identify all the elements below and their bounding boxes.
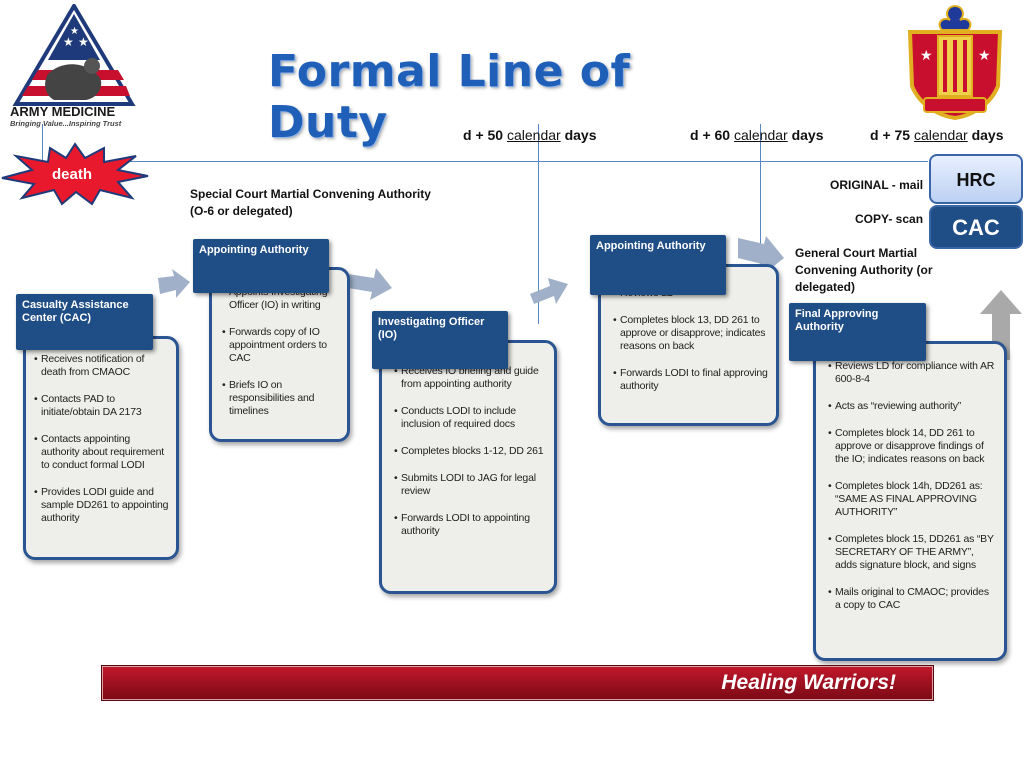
arrow-final-up-to-hrc (980, 290, 1022, 360)
list-item: Provides LODI guide and sample DD261 to … (34, 486, 170, 525)
list-item: Completes block 14, DD 261 to approve or… (828, 427, 996, 466)
list-item: Receives notification of death from CMAO… (34, 353, 170, 379)
medical-service-crest-logo: ★ ★ (907, 4, 1003, 120)
death-marker-line (42, 124, 43, 164)
list-item: Forwards LODI to appointing authority (394, 512, 546, 538)
list-item: Acts as “reviewing authority” (828, 400, 996, 413)
list-item: Completes block 13, DD 261 to approve or… (613, 314, 768, 353)
special-court-martial-label: Special Court Martial Convening Authorit… (190, 187, 431, 218)
svg-text:★: ★ (920, 47, 933, 63)
army-medicine-logo: ★ ★ ★ (12, 4, 136, 106)
footer-banner (101, 665, 934, 701)
day-50-label: d + 50 calendar days (463, 127, 597, 143)
list-item: Contacts PAD to initiate/obtain DA 2173 (34, 393, 170, 419)
list-item: Completes block 15, DD261 as “BY SECRETA… (828, 533, 996, 572)
page-title: Formal Line of Duty (268, 46, 631, 148)
investigating-officer-header: Investigating Officer (IO) (372, 311, 508, 369)
list-item: Reviews LD for compliance with AR 600-8-… (828, 360, 996, 386)
list-item: Mails original to CMAOC; provides a copy… (828, 586, 996, 612)
list-item: Conducts LODI to include inclusion of re… (394, 405, 546, 431)
army-medicine-tagline: Bringing Value...Inspiring Trust (10, 119, 122, 128)
arrow-appointing-to-io (348, 268, 392, 300)
casualty-assistance-box: Receives notification of death from CMAO… (23, 336, 179, 560)
list-item: Briefs IO on responsibilities and timeli… (222, 379, 339, 418)
list-item: Forwards copy of IO appointment orders t… (222, 326, 339, 365)
army-medicine-wordmark: ARMY MEDICINE (10, 104, 116, 119)
svg-text:★: ★ (78, 35, 89, 49)
svg-text:★: ★ (978, 47, 991, 63)
arrow-cac-to-appointing (158, 269, 190, 298)
footer-slogan: Healing Warriors! (721, 671, 896, 694)
list-item: Forwards LODI to final approving authori… (613, 367, 768, 393)
death-label: death (52, 166, 92, 183)
appointing-authority-box-1: Appoints Investigating Officer (IO) in w… (209, 267, 350, 442)
arrow-io-to-appointing (530, 278, 568, 304)
appointing-authority-header-1: Appointing Authority (193, 239, 329, 293)
final-approving-authority-header: Final Approving Authority (789, 303, 926, 361)
copy-scan-label: COPY- scan (855, 212, 924, 226)
final-approving-authority-box: Reviews LD for compliance with AR 600-8-… (813, 341, 1007, 661)
svg-text:★: ★ (63, 35, 74, 49)
death-starburst: death (1, 142, 149, 206)
original-mail-label: ORIGINAL - mail (830, 178, 924, 192)
list-item: Contacts appointing authority about requ… (34, 433, 170, 472)
day-50-marker-line (538, 124, 539, 324)
timeline-line (40, 161, 928, 162)
casualty-assistance-header: Casualty Assistance Center (CAC) (16, 294, 153, 350)
hrc-box: HRC (929, 154, 1023, 204)
general-court-martial-label: General Court Martial Convening Authorit… (795, 246, 933, 294)
list-item: Submits LODI to JAG for legal review (394, 472, 546, 498)
cac-box: CAC (929, 205, 1023, 249)
list-item: Completes blocks 1-12, DD 261 (394, 445, 546, 458)
day-60-label: d + 60 calendar days (690, 127, 824, 143)
day-75-label: d + 75 calendar days (870, 127, 1004, 143)
day-60-marker-line (760, 124, 761, 272)
svg-text:★: ★ (70, 26, 79, 37)
appointing-authority-header-2: Appointing Authority (590, 235, 726, 295)
list-item: Completes block 14h, DD261 as: “SAME AS … (828, 480, 996, 519)
investigating-officer-box: Receives IO briefing and guide from appo… (379, 340, 557, 594)
